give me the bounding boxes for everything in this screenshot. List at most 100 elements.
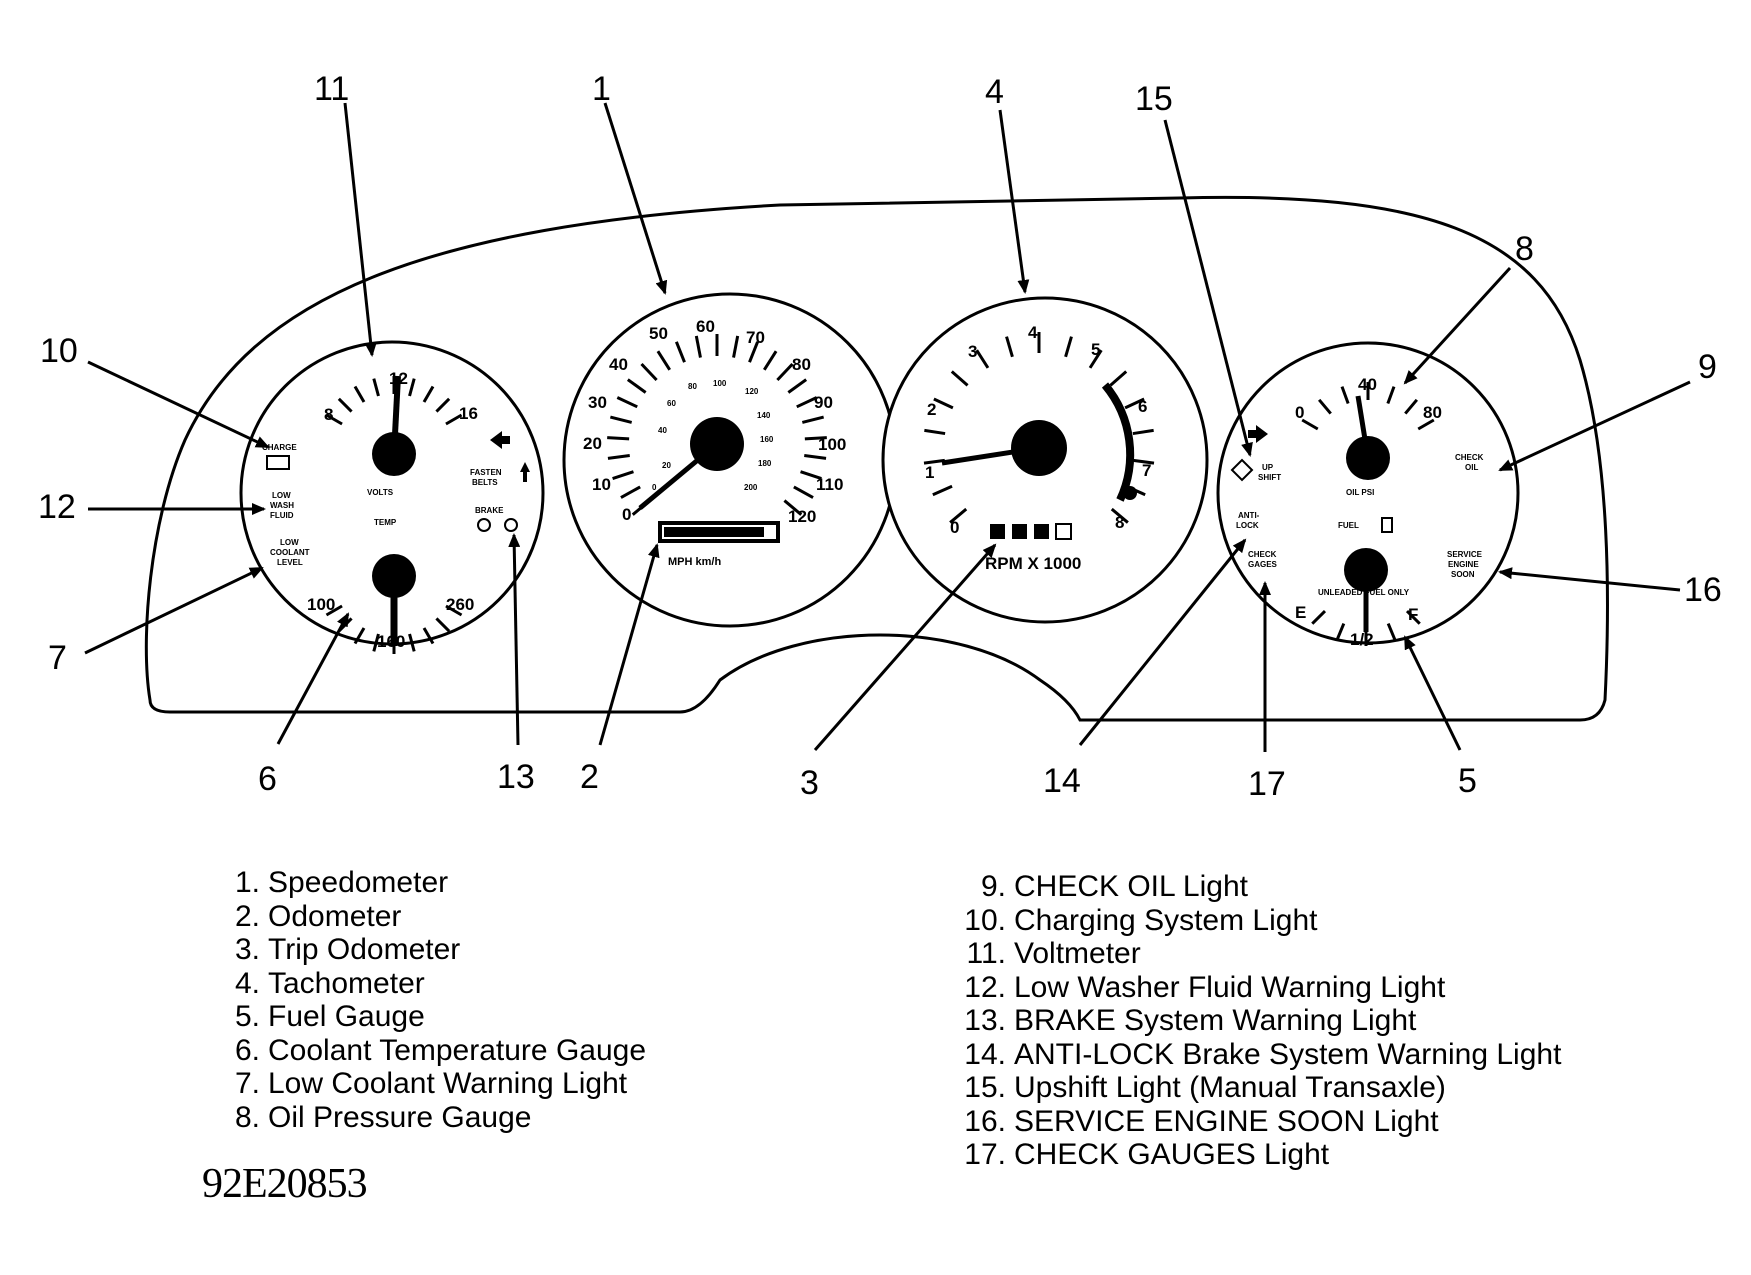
dial-tick xyxy=(353,385,366,403)
antilock-label-1: ANTI- xyxy=(1238,511,1260,520)
tach-label-3: 3 xyxy=(968,342,977,361)
fasten-belts-label-2: BELTS xyxy=(472,478,498,487)
mph-scale-labels: 0 10 20 30 40 50 60 70 80 90 100 110 120 xyxy=(583,317,846,526)
dial-tick xyxy=(445,604,463,617)
trip-odometer-digit-4 xyxy=(1055,523,1072,540)
kmh-scale-labels: 0 20 40 60 80 100 120 140 160 180 200 xyxy=(652,379,774,492)
parking-brake-icon xyxy=(504,518,518,532)
callout-4: 4 xyxy=(985,73,1004,111)
dial-tick xyxy=(1088,349,1103,369)
low-wash-label-2: WASH xyxy=(270,501,294,510)
legend-number: 12. xyxy=(964,970,1006,1004)
dial-tick xyxy=(372,633,380,652)
kmh-label-200: 200 xyxy=(744,483,758,492)
speedometer-needle xyxy=(638,442,719,510)
dial-tick xyxy=(422,627,435,645)
callout-1: 1 xyxy=(592,70,611,108)
fasten-belts-label-1: FASTEN xyxy=(470,468,502,477)
fuel-label: FUEL xyxy=(1338,521,1359,530)
dial-tick xyxy=(674,341,686,363)
legend-item: 8.Oil Pressure Gauge xyxy=(200,1101,646,1135)
dial-tick xyxy=(325,604,343,617)
service-label-3: SOON xyxy=(1451,570,1475,579)
dial-tick xyxy=(923,458,946,465)
odometer-display xyxy=(658,521,780,543)
dial-tick xyxy=(353,627,366,645)
dial-tick xyxy=(1404,398,1419,415)
mph-label-50: 50 xyxy=(649,324,668,343)
tach-label-4: 4 xyxy=(1028,323,1038,342)
legend-item: 17.CHECK GAUGES Light xyxy=(940,1138,1561,1172)
legend-item: 2.Odometer xyxy=(200,900,646,934)
oil-label-0: 0 xyxy=(1295,403,1304,422)
dial-tick xyxy=(924,428,946,436)
fuel-label-e: E xyxy=(1295,603,1306,622)
kmh-label-20: 20 xyxy=(662,461,671,470)
tach-redline-band xyxy=(1101,382,1135,502)
legend-number: 5. xyxy=(234,1000,260,1033)
voltmeter-needle xyxy=(391,375,401,455)
unleaded-label: UNLEADED FUEL ONLY xyxy=(1318,588,1410,597)
legend-item: 1.Speedometer xyxy=(200,866,646,900)
oil-label-40: 40 xyxy=(1358,375,1377,394)
low-coolant-label-3: LEVEL xyxy=(277,558,303,567)
dial-tick xyxy=(1301,418,1319,431)
dial-tick xyxy=(933,397,954,410)
dial-tick xyxy=(975,349,990,369)
dial-tick xyxy=(325,413,343,426)
dial-tick xyxy=(793,485,814,499)
oil-label-80: 80 xyxy=(1423,403,1442,422)
check-oil-label-2: OIL xyxy=(1465,463,1478,472)
leader-15 xyxy=(1163,119,1253,457)
dial-tick xyxy=(1335,623,1346,641)
legend-item: 12.Low Washer Fluid Warning Light xyxy=(940,971,1561,1005)
service-label-2: ENGINE xyxy=(1448,560,1479,569)
speedometer-unit-label: MPH km/h xyxy=(668,556,721,568)
leader-16 xyxy=(1498,567,1681,592)
kmh-label-120: 120 xyxy=(745,387,759,396)
dial-tick xyxy=(1005,336,1014,358)
fuel-label-half: 1/2 xyxy=(1350,630,1374,649)
dial-tick xyxy=(1064,336,1073,358)
tach-label-6: 6 xyxy=(1138,397,1147,416)
legend-number: 9. xyxy=(980,870,1006,903)
check-gages-label-2: GAGES xyxy=(1248,560,1278,569)
tach-warning-dot xyxy=(1123,486,1137,500)
legend-number: 3. xyxy=(234,933,260,966)
legend-text: Voltmeter xyxy=(1014,937,1141,970)
mph-label-90: 90 xyxy=(814,393,833,412)
callout-12: 12 xyxy=(38,488,76,526)
leader-7 xyxy=(84,566,264,655)
coolant-label-100: 100 xyxy=(307,595,335,614)
dial-tick xyxy=(640,362,658,382)
callout-5: 5 xyxy=(1458,762,1477,800)
legend-number: 2. xyxy=(234,899,260,933)
legend-text: Fuel Gauge xyxy=(268,1000,425,1033)
dial-tick xyxy=(804,453,827,460)
legend-item: 15.Upshift Light (Manual Transaxle) xyxy=(940,1071,1561,1105)
callout-leaders xyxy=(84,102,1691,752)
legend-item: 9.CHECK OIL Light xyxy=(940,870,1561,904)
turn-signal-right-icon xyxy=(490,431,510,449)
dial-tick xyxy=(435,617,451,633)
dial-tick xyxy=(607,453,630,460)
oil-needle xyxy=(1355,395,1371,459)
dial-tick xyxy=(609,415,633,424)
leader-5 xyxy=(1403,635,1462,751)
legend-text: Odometer xyxy=(268,899,402,933)
dial-tick xyxy=(337,397,353,413)
legend-number: 13. xyxy=(964,1004,1006,1037)
dial-tick xyxy=(1340,386,1350,405)
legend-item: 11.Voltmeter xyxy=(940,937,1561,971)
tach-label-7: 7 xyxy=(1142,461,1151,480)
volt-label-12: 12 xyxy=(389,369,408,388)
dial-tick xyxy=(748,341,760,363)
legend-text: ANTI-LOCK Brake System Warning Light xyxy=(1014,1037,1562,1071)
legend-number: 15. xyxy=(964,1071,1006,1104)
oil-unit-label: OIL PSI xyxy=(1346,488,1374,497)
upshift-label-1: UP xyxy=(1262,463,1274,472)
check-oil-label-1: CHECK xyxy=(1455,453,1484,462)
kmh-label-80: 80 xyxy=(688,382,697,391)
dial-tick xyxy=(620,485,641,499)
legend-text: CHECK OIL Light xyxy=(1014,870,1248,903)
